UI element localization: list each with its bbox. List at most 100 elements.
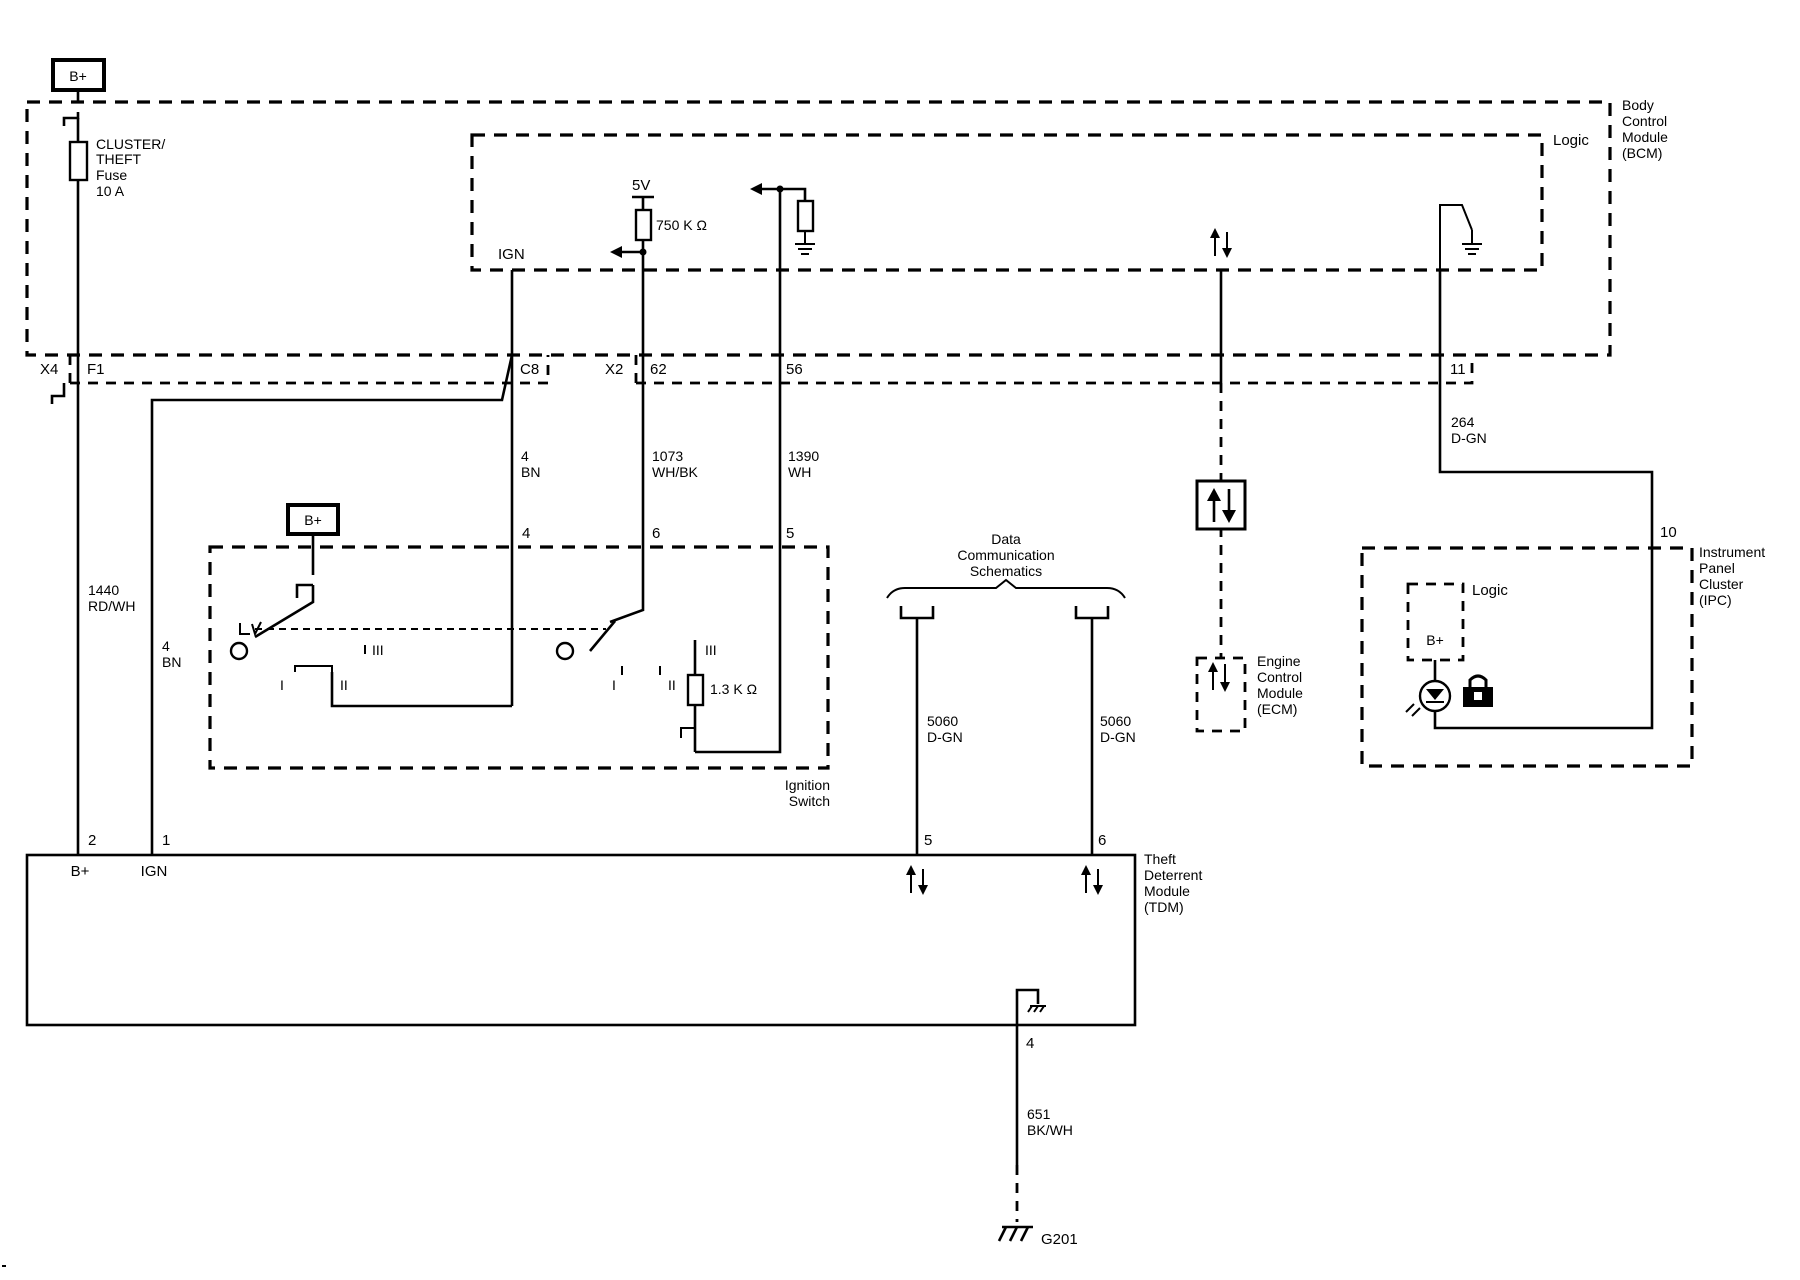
x4-connector-hook [50,383,66,404]
bcm-serial-data-icon [1210,228,1232,258]
pulldown-wire [780,187,807,201]
bcm-label: Body Control Module (BCM) [1622,97,1668,161]
wire-4-bn-label: 4 BN [521,448,540,480]
svg-text:1440: 1440 [88,582,119,598]
ign-pin6-label: 6 [652,525,660,542]
svg-text:Panel: Panel [1699,560,1735,576]
5v-rail [632,195,654,210]
battery-switch-label: B+ [304,512,322,528]
x4-label: X4 [40,361,58,378]
svg-text:CLUSTER/: CLUSTER/ [96,136,165,152]
ground-g201-icon [997,1225,1033,1242]
fuse-label: CLUSTER/ THEFT Fuse 10 A [96,136,165,199]
switch-pivot-a [229,641,249,661]
fuse-top-hook [62,112,80,126]
bcm-logic-label: Logic [1553,132,1589,149]
serial-data-box [1195,479,1247,531]
contact-I-a [294,665,333,672]
svg-text:1073: 1073 [652,448,683,464]
svg-text:(BCM): (BCM) [1622,145,1662,161]
svg-text:RD/WH: RD/WH [88,598,135,614]
serial-data-box-icon [1207,488,1236,523]
svg-text:D-GN: D-GN [1451,430,1487,446]
ipc-logic-label: Logic [1472,582,1508,599]
x2-label: X2 [605,361,623,378]
wire-4-bn-label-tdm: 4 BN [162,638,181,670]
ipc-pin10-label: 10 [1660,524,1677,541]
svg-text:264: 264 [1451,414,1475,430]
switch-pivot-b [555,641,575,661]
svg-text:651: 651 [1027,1106,1051,1122]
wire-264-label: 264 D-GN [1451,414,1487,446]
svg-text:(IPC): (IPC) [1699,592,1732,608]
pin62-label: 62 [650,361,667,378]
bcm-ign-label: IGN [498,246,525,263]
wire-4-bn-bcm [150,270,514,855]
svg-text:(TDM): (TDM) [1144,899,1184,915]
wire-1073-label: 1073 WH/BK [652,448,699,480]
switch-contact-a [254,585,315,639]
f1-label: F1 [87,361,105,378]
pulldown-resistor [796,199,815,233]
pulldown-ground-icon [795,231,815,255]
padlock-car-icon [1463,674,1493,707]
bcm-lowside-ground-icon [1462,230,1482,255]
tdm-serial-icon-a [906,865,928,895]
tdm-serial-icon-b [1081,865,1103,895]
pos-III-b: III [705,642,717,658]
ign-pin5-label: 5 [786,525,794,542]
switch-bplus-feed [295,534,315,598]
svg-text:WH: WH [788,464,811,480]
svg-text:Cluster: Cluster [1699,576,1744,592]
tdm-pin5-label: 5 [924,832,932,849]
tdm-pin6-label: 6 [1098,832,1106,849]
wire-264 [1433,270,1654,730]
tdm-pin1-label: 1 [162,832,170,849]
wire-1390-label: 1390 WH [788,448,819,480]
svg-text:WH/BK: WH/BK [652,464,699,480]
resistor-1-3k [686,673,705,707]
wire-5060-a-label: 5060 D-GN [927,713,963,745]
svg-text:Body: Body [1622,97,1654,113]
connector-5060-a [899,606,935,620]
ign-pin4-label: 4 [522,525,530,542]
ecm-label: Engine Control Module (ECM) [1257,653,1303,717]
contact-II-a [330,672,512,708]
ipc-label: Instrument Panel Cluster (IPC) [1699,544,1765,608]
wire-1390 [695,189,782,754]
pos-I-b: I [612,677,616,693]
ipc-outline [1360,546,1694,768]
wire-651-label: 651 BK/WH [1027,1106,1073,1138]
tdm-chassis-icon [1027,1005,1046,1013]
svg-text:10 A: 10 A [96,183,125,199]
svg-text:1390: 1390 [788,448,819,464]
svg-text:5060: 5060 [927,713,958,729]
switch-contact-b [589,620,616,652]
connector-5060-b [1074,606,1110,620]
tdm-label: Theft Deterrent Module (TDM) [1144,851,1202,915]
ignition-switch-label: Ignition Switch [785,777,830,809]
svg-text:Communication: Communication [957,547,1054,563]
security-led-icon [1405,679,1452,717]
pin11-label: 11 [1450,361,1466,378]
ground-g201-label: G201 [1041,1231,1078,1248]
wire-1073 [609,252,645,624]
svg-text:Control: Control [1257,669,1302,685]
bcm-lowside-switch [1439,204,1473,270]
svg-text:Instrument: Instrument [1699,544,1765,560]
c8-label: C8 [520,361,539,378]
bcm-5v-label: 5V [632,177,650,194]
tdm-pin4-label: 4 [1026,1035,1034,1052]
svg-text:Engine: Engine [1257,653,1301,669]
svg-text:Module: Module [1622,129,1668,145]
datacomm-label: Data Communication Schematics [957,531,1054,579]
fuse-symbol [68,140,89,182]
svg-text:THEFT: THEFT [96,151,142,167]
ignition-switch-outline [208,545,830,770]
svg-text:D-GN: D-GN [927,729,963,745]
svg-text:4: 4 [162,638,170,654]
key-symbol-icon [239,621,262,637]
svg-text:Control: Control [1622,113,1667,129]
svg-text:5060: 5060 [1100,713,1131,729]
tdm-outline [25,853,1137,1027]
